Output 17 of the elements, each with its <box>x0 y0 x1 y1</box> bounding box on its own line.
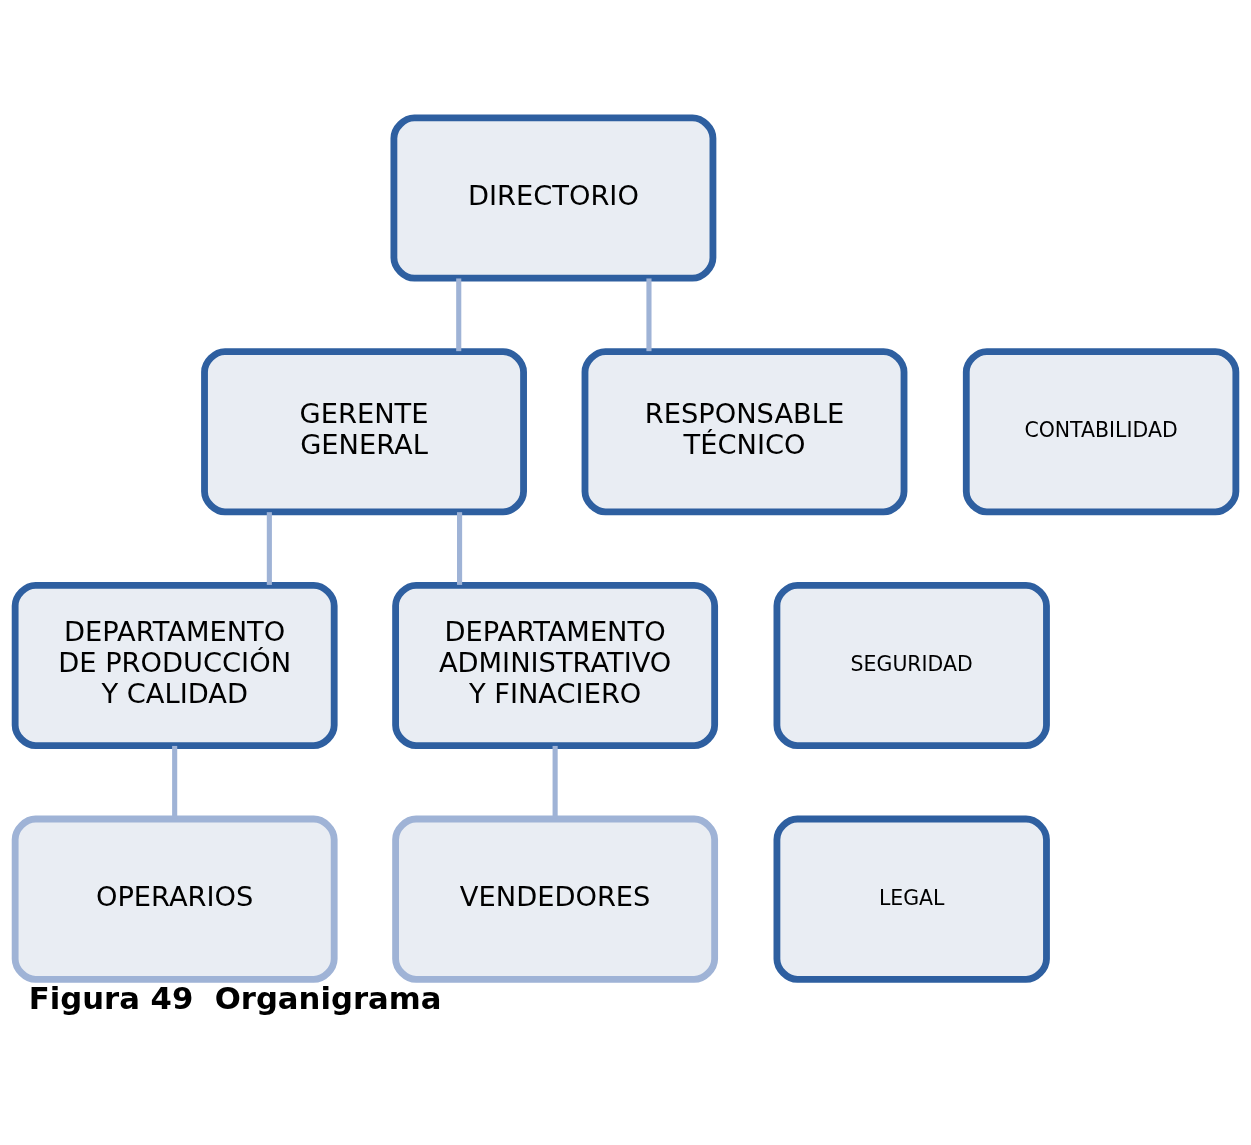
node-box: SEGURIDAD <box>773 581 1050 750</box>
node-box: RESPONSABLE TÉCNICO <box>581 348 908 516</box>
connector <box>456 278 462 352</box>
connector <box>457 512 463 585</box>
connector <box>172 745 178 819</box>
node-box: VENDEDORES <box>392 815 719 983</box>
node-box: GERENTE GENERAL <box>201 348 527 516</box>
node-box: DIRECTORIO <box>390 114 717 282</box>
connector <box>646 278 652 352</box>
node-box: CONTABILIDAD <box>962 348 1240 516</box>
connector <box>552 745 558 819</box>
node-box: DEPARTAMENTO ADMINISTRATIVO Y FINACIERO <box>392 581 719 750</box>
node-box: DEPARTAMENTO DE PRODUCCIÓN Y CALIDAD <box>11 581 338 750</box>
connector <box>266 512 272 585</box>
caption: Figura 49 Organigrama <box>28 981 442 1017</box>
node-box: OPERARIOS <box>11 815 338 983</box>
node-box: LEGAL <box>773 815 1050 983</box>
